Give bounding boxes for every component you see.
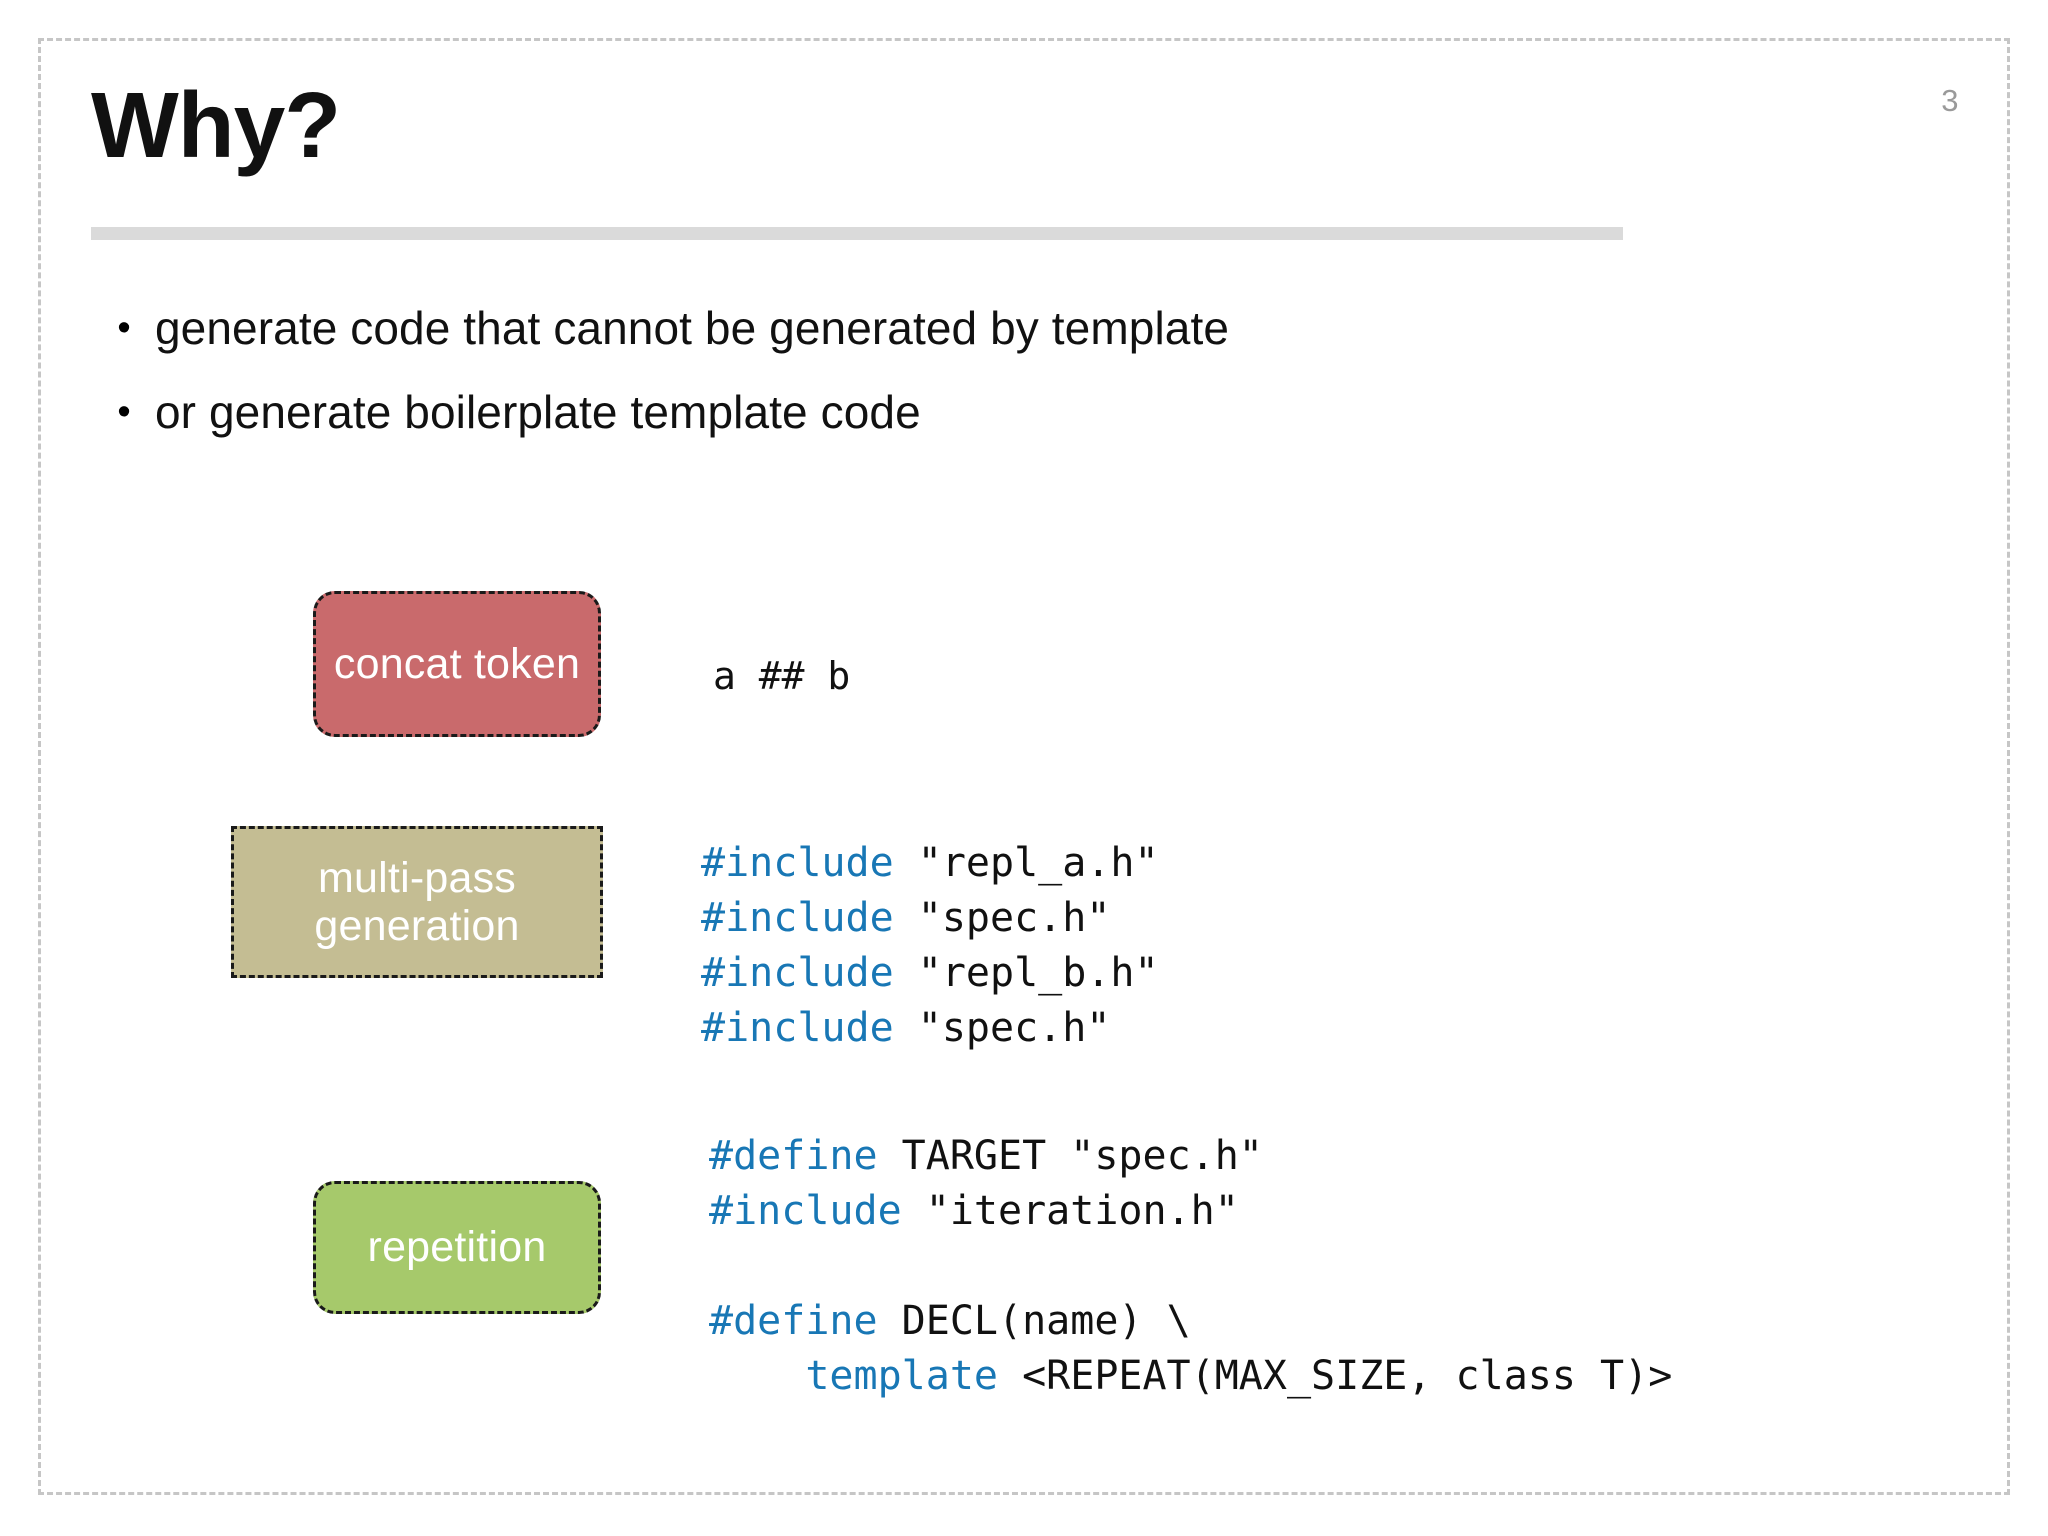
code-keyword: template — [805, 1353, 998, 1399]
code-keyword: #define — [709, 1133, 878, 1179]
code-line: #include "iteration.h" — [709, 1184, 1672, 1239]
label-box-concat-token: concat token — [313, 591, 601, 737]
code-text: DECL(name) \ — [877, 1298, 1191, 1344]
code-line: #include "spec.h" — [701, 891, 1159, 946]
list-item: • generate code that cannot be generated… — [93, 299, 1893, 357]
code-keyword: #include — [709, 1188, 902, 1234]
code-text: a ## b — [713, 654, 851, 698]
code-text: "repl_b.h" — [893, 950, 1159, 996]
code-line: #include "repl_b.h" — [701, 946, 1159, 1001]
title-underline-rule — [91, 227, 1623, 240]
code-line: #include "spec.h" — [701, 1001, 1159, 1056]
code-block-multi-pass-generation: #include "repl_a.h"#include "spec.h"#inc… — [701, 836, 1159, 1056]
code-line: template <REPEAT(MAX_SIZE, class T)> — [709, 1349, 1672, 1404]
page-title: Why? — [91, 73, 341, 177]
bullet-marker-icon: • — [117, 307, 131, 349]
code-line: #define DECL(name) \ — [709, 1294, 1672, 1349]
label-box-repetition: repetition — [313, 1181, 601, 1314]
code-block-repetition: #define TARGET "spec.h"#include "iterati… — [709, 1129, 1672, 1404]
code-text: "repl_a.h" — [893, 840, 1159, 886]
page-number: 3 — [1941, 83, 1959, 118]
code-text: "spec.h" — [893, 1005, 1111, 1051]
bullet-text: generate code that cannot be generated b… — [155, 302, 1230, 354]
code-text: "iteration.h" — [901, 1188, 1239, 1234]
code-keyword: #include — [701, 950, 894, 996]
code-keyword: #include — [701, 895, 894, 941]
code-block-concat-token: a ## b — [713, 649, 850, 704]
code-line: a ## b — [713, 649, 850, 704]
code-keyword: #include — [701, 1005, 894, 1051]
code-text: TARGET "spec.h" — [877, 1133, 1263, 1179]
code-text — [709, 1353, 805, 1399]
code-line: #include "repl_a.h" — [701, 836, 1159, 891]
code-keyword: #define — [709, 1298, 878, 1344]
code-line: #define TARGET "spec.h" — [709, 1129, 1672, 1184]
code-text: <REPEAT(MAX_SIZE, class T)> — [997, 1353, 1673, 1399]
list-item: • or generate boilerplate template code — [93, 383, 1893, 441]
label-box-multi-pass-generation: multi-pass generation — [231, 826, 603, 978]
bullet-marker-icon: • — [117, 391, 131, 433]
code-line — [709, 1239, 1672, 1294]
slide-canvas: 3 Why? • generate code that cannot be ge… — [38, 38, 2010, 1495]
code-keyword: #include — [701, 840, 894, 886]
code-text: "spec.h" — [893, 895, 1111, 941]
bullet-text: or generate boilerplate template code — [155, 386, 921, 438]
bullet-list: • generate code that cannot be generated… — [93, 299, 1893, 467]
